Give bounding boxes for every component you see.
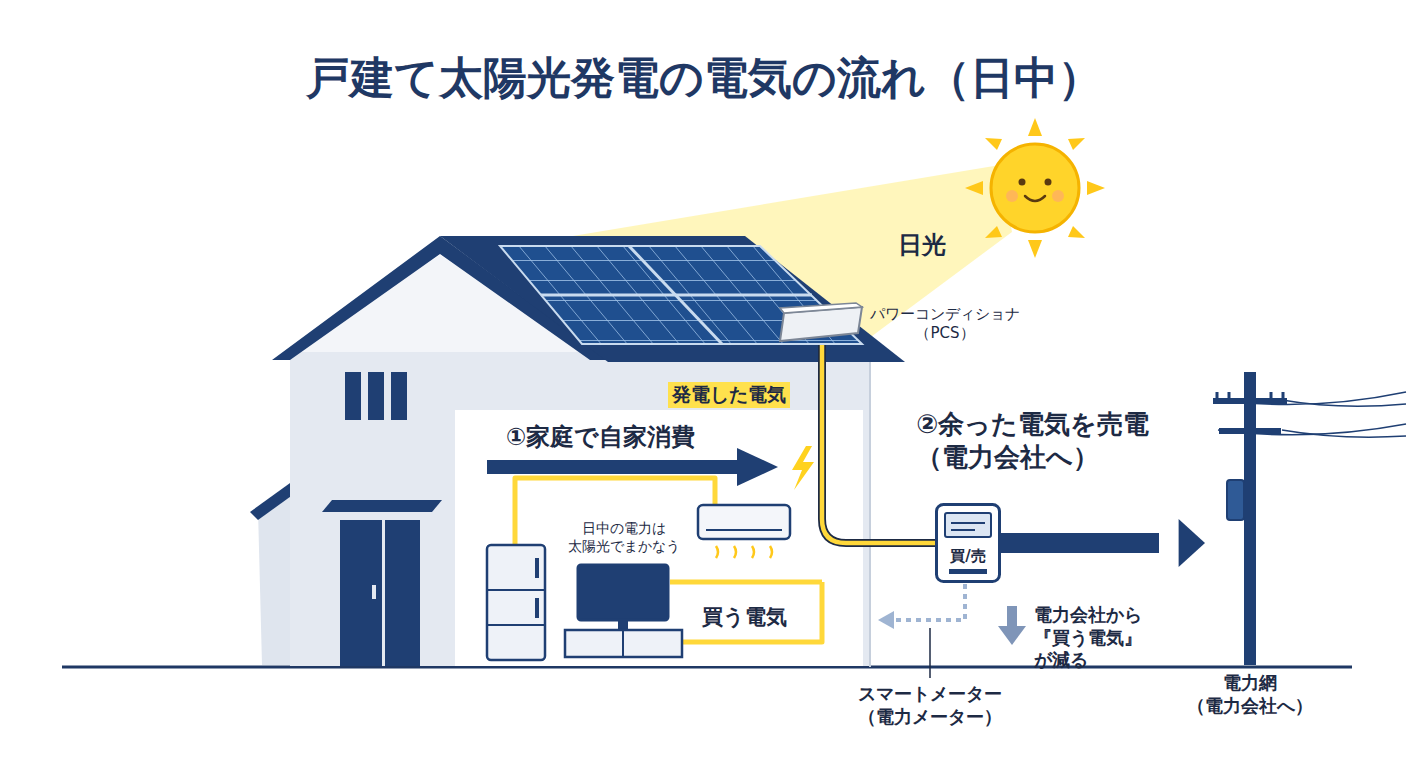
note-label: 日中の電力は 太陽光でまかなう [568, 520, 680, 555]
utility-pole: 電力網 （電力会社へ） [1205, 372, 1295, 665]
reduction-note: 電力会社から 『買う電気』が減る [1034, 604, 1142, 672]
meter-label: 買/売 [935, 547, 1001, 566]
utility-pole-shape [1205, 372, 1295, 665]
consumption-label: ①家庭で自家消費 [506, 422, 695, 452]
node-label: パワーコンディショナ （PCS） [870, 305, 1020, 343]
sell-arrow [1001, 519, 1205, 567]
node-label: スマートメーター （電力メーター） [858, 683, 1002, 728]
reduction-arrow [998, 606, 1026, 645]
grid-supply-arrow [878, 584, 965, 678]
sell-label: ②余った電気を売電 （電力会社へ） [916, 408, 1149, 473]
sunlight-label: 日光 [898, 230, 946, 260]
node-label: 電力網 （電力会社へ） [1187, 672, 1313, 717]
wire-label: 発電した電気 [668, 382, 790, 408]
house [250, 236, 905, 667]
power-conditioner-box: パワーコンディショナ （PCS） [778, 303, 862, 345]
smart-meter-box-shape [935, 503, 1001, 583]
appliances [487, 505, 790, 660]
power-conditioner-box-shape [778, 303, 862, 345]
consumption-arrow [487, 446, 814, 490]
sun [965, 118, 1105, 258]
purchase-label: 買う電気 [702, 604, 787, 630]
smart-meter-box: 買/売スマートメーター （電力メーター） [935, 503, 1001, 583]
title: 戸建て太陽光発電の電気の流れ（日中） [0, 52, 1408, 105]
house-wiring [515, 478, 822, 642]
